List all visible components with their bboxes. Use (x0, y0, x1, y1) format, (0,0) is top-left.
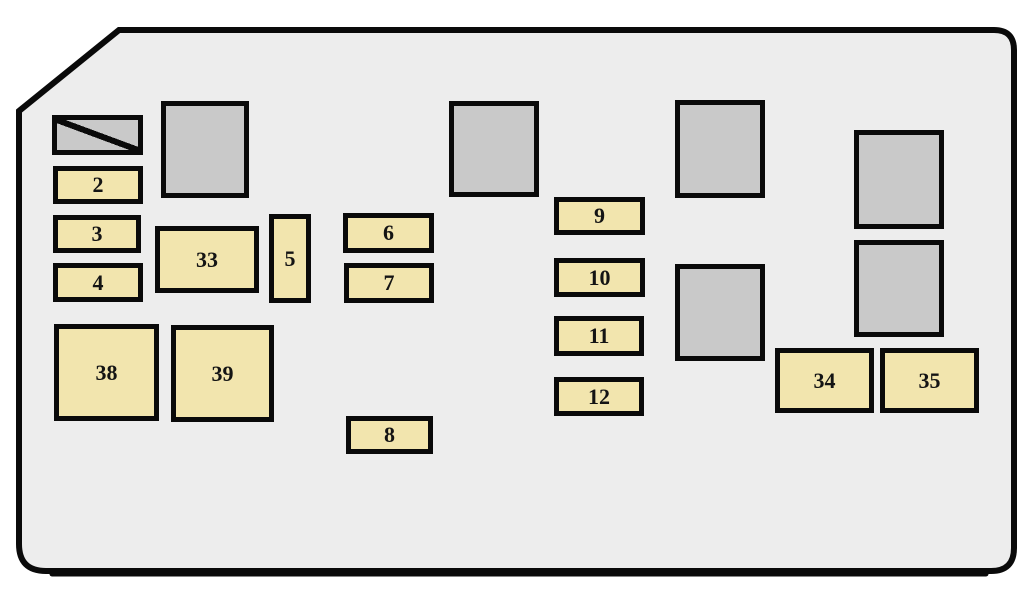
fuse-3-number: 3 (91, 221, 103, 246)
relay-4 (675, 264, 765, 361)
fuse-3: 3 (53, 215, 141, 253)
fuse-12: 12 (554, 377, 644, 416)
crossed-slot-1 (52, 115, 143, 155)
fuse-10-number: 10 (588, 264, 611, 290)
panel-body-shape (16, 27, 1017, 574)
relay-5 (854, 130, 944, 229)
fuse-4-number: 4 (92, 269, 104, 295)
fuse-7: 7 (344, 263, 434, 303)
fuse-11: 11 (554, 316, 644, 356)
fuse-38-number: 38 (95, 359, 118, 385)
fuse-6-number: 6 (383, 220, 394, 245)
fuse-9-number: 9 (594, 203, 605, 228)
fuse-11-number: 11 (588, 323, 610, 348)
fuse-33: 33 (155, 226, 259, 293)
fuse-35: 35 (880, 348, 979, 413)
relay-1 (161, 101, 249, 198)
relay-3 (675, 100, 765, 198)
fuse-35-number: 35 (918, 367, 941, 393)
fuse-2: 2 (53, 166, 143, 204)
fuse-9: 9 (554, 197, 645, 235)
relay-6 (854, 240, 944, 337)
fuse-8: 8 (346, 416, 433, 454)
fuse-34: 34 (775, 348, 874, 413)
fuse-39-number: 39 (211, 360, 234, 386)
fuse-10: 10 (554, 258, 645, 297)
fuse-39: 39 (171, 325, 274, 422)
fuse-8-number: 8 (384, 422, 395, 447)
fuse-38: 38 (54, 324, 159, 421)
fuse-5-number: 5 (284, 245, 296, 271)
fuse-6: 6 (343, 213, 434, 253)
fuse-2-number: 2 (92, 172, 104, 197)
fuse-34-number: 34 (813, 367, 836, 393)
fuse-12-number: 12 (588, 383, 610, 409)
fuse-33-number: 33 (196, 246, 218, 272)
fuse-4: 4 (53, 263, 143, 302)
fuse-5: 5 (269, 214, 311, 303)
fuse-7-number: 7 (383, 270, 395, 295)
relay-2 (449, 101, 539, 197)
